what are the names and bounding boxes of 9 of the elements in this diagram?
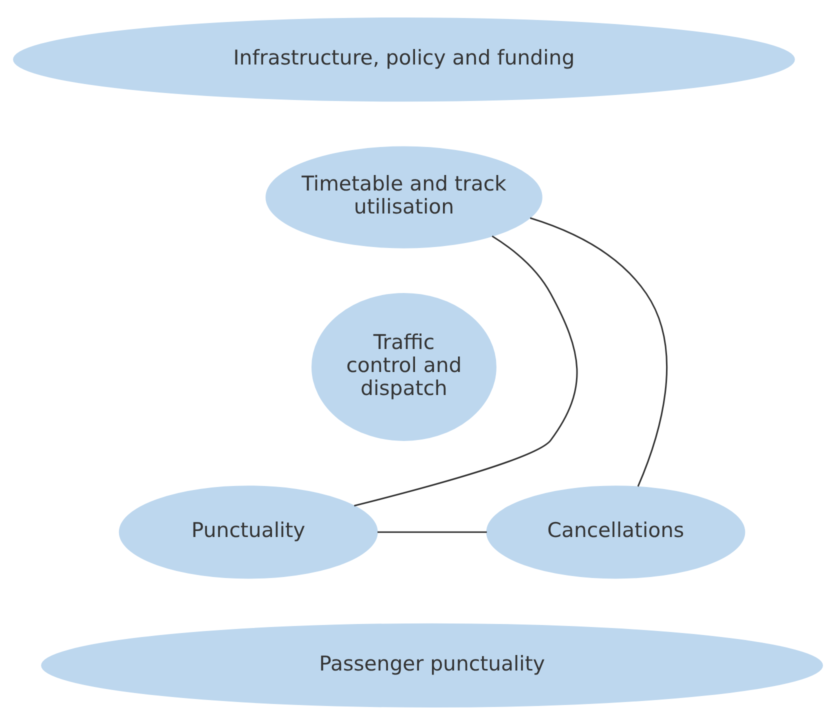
connector (354, 235, 578, 506)
node-ellipse: Traffic control and dispatch (312, 292, 496, 440)
node-ellipse: Timetable and track utilisation (266, 146, 542, 248)
connector (378, 530, 487, 532)
connector (530, 216, 668, 486)
node-ellipse: Punctuality (118, 485, 378, 578)
node-ellipse: Cancellations (486, 485, 746, 578)
node-ellipse: Infrastructure, policy and funding (13, 16, 795, 102)
node-ellipse: Passenger punctuality (41, 622, 823, 708)
